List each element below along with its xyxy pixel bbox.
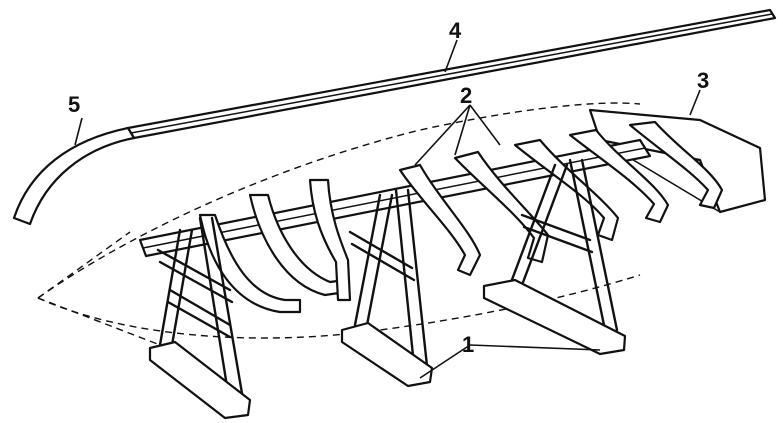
stem-piece xyxy=(12,126,136,226)
hull-outline xyxy=(37,102,641,346)
stands xyxy=(148,158,627,420)
frames xyxy=(198,120,724,314)
callout-frame: 2 xyxy=(460,83,472,108)
stand-rear xyxy=(482,158,627,356)
callout-stem: 5 xyxy=(68,92,80,117)
callout-keel: 4 xyxy=(449,18,462,43)
callout-transom: 3 xyxy=(697,68,709,93)
stand-front xyxy=(148,216,252,420)
callout-labels: 1 2 3 4 5 xyxy=(68,18,709,357)
callout-stand: 1 xyxy=(462,332,474,357)
stand-middle xyxy=(340,188,434,388)
callout-leaders xyxy=(74,39,701,379)
